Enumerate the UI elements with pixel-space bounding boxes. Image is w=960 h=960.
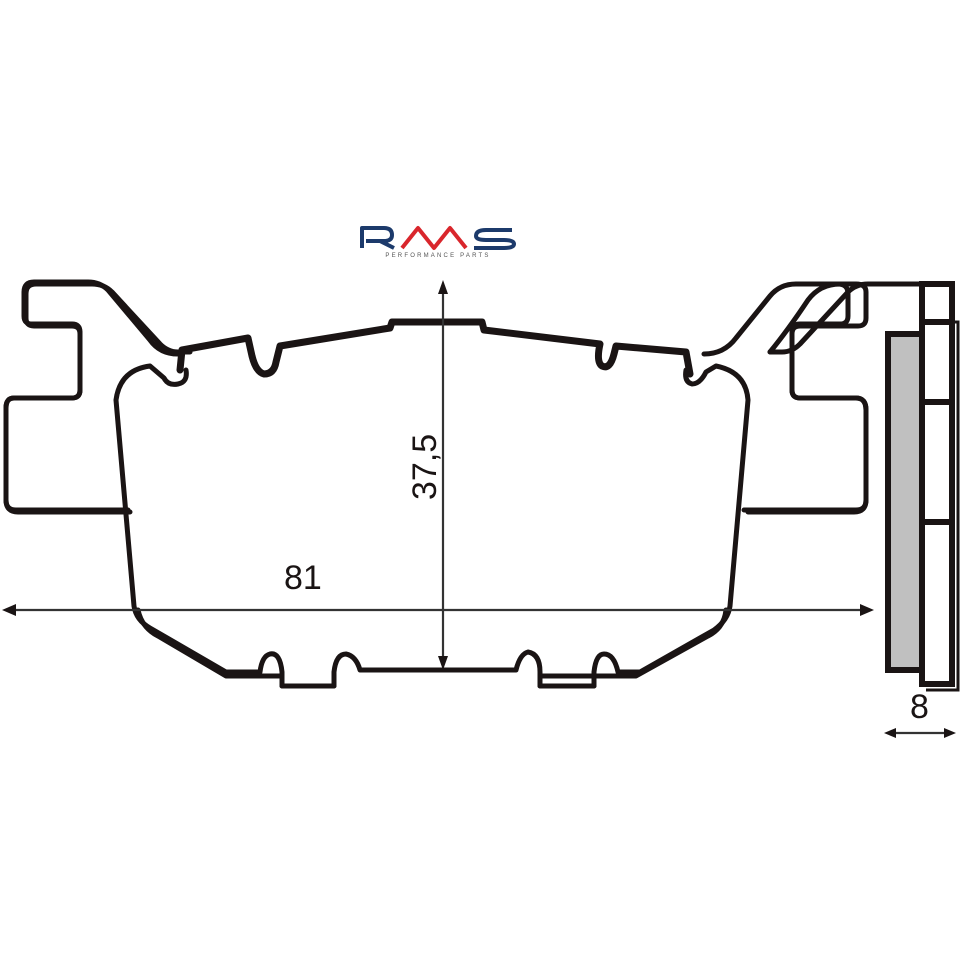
height-dimension-label: 37,5 bbox=[406, 434, 444, 500]
right-mounting-ear bbox=[701, 281, 869, 513]
left-mounting-ear bbox=[3, 279, 181, 513]
width-dimension-label: 81 bbox=[284, 559, 322, 597]
backing-plate-outline bbox=[3, 281, 927, 515]
rms-logo: PERFORMANCE PARTS bbox=[360, 226, 516, 259]
thickness-dimension-label: 8 bbox=[910, 688, 929, 726]
side-view bbox=[885, 281, 960, 692]
friction-pad-outline bbox=[113, 363, 751, 689]
logo-tagline: PERFORMANCE PARTS bbox=[385, 253, 490, 259]
thickness-dimension: 8 bbox=[884, 688, 956, 738]
friction-material-side bbox=[885, 331, 925, 673]
backing-plate-side bbox=[919, 281, 955, 687]
height-dimension: 37,5 bbox=[406, 280, 448, 670]
width-dimension: 81 bbox=[2, 559, 874, 616]
plate-top-edge bbox=[176, 318, 694, 378]
